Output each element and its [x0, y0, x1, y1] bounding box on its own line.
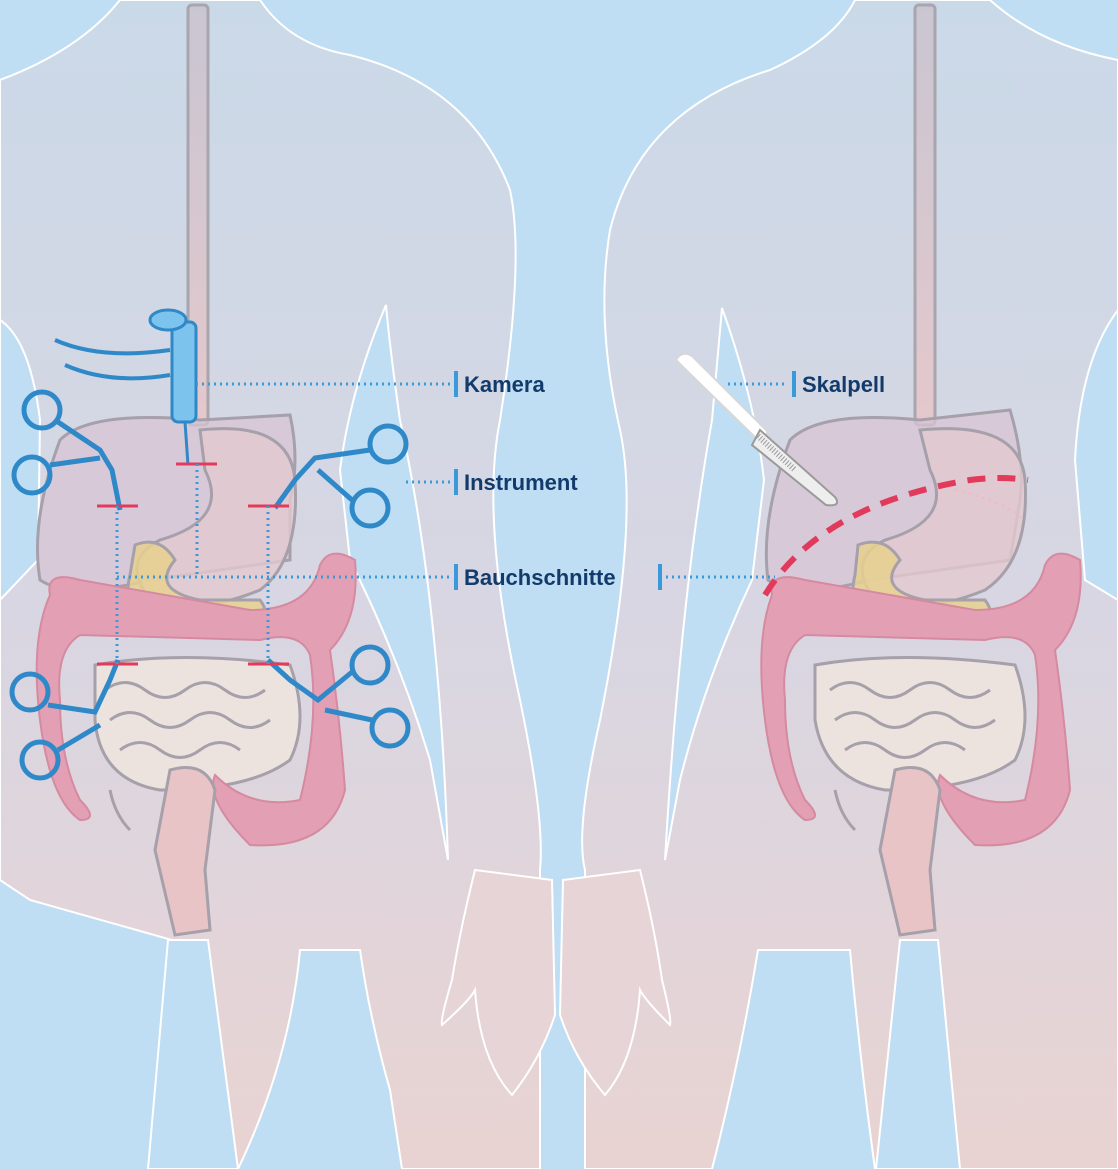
label-instrument: Instrument: [464, 470, 578, 495]
label-bauchschnitte: Bauchschnitte: [464, 565, 616, 590]
right-esophagus: [915, 5, 935, 425]
label-skalpell: Skalpell: [802, 372, 885, 397]
label-kamera: Kamera: [464, 372, 545, 397]
